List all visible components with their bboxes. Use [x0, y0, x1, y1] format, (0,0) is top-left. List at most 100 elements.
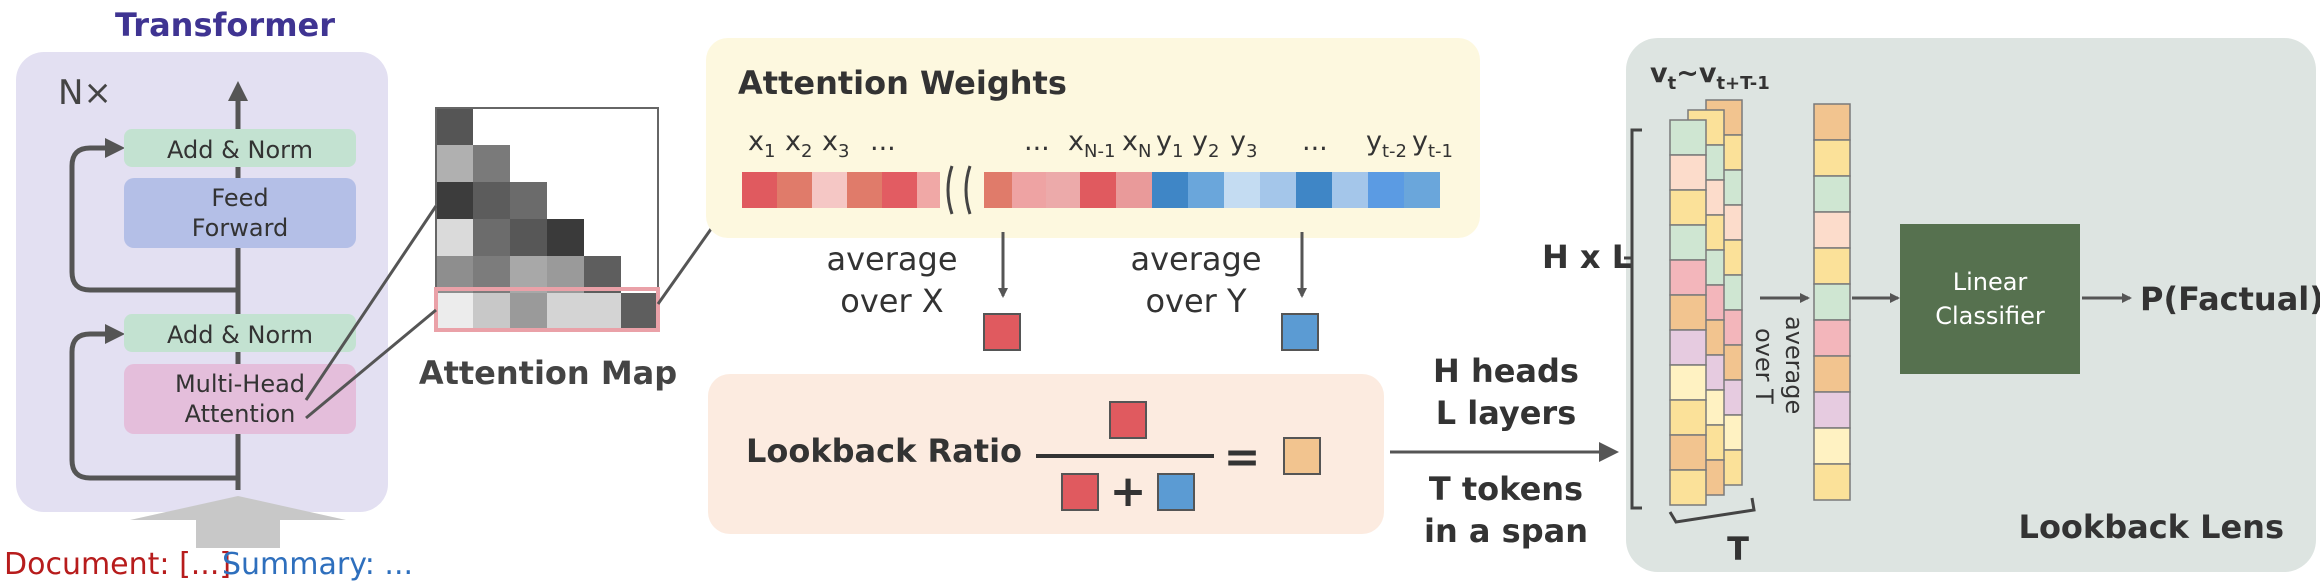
averaged-vector-cell [1813, 139, 1851, 177]
feed-forward-label-2: Forward [192, 214, 289, 242]
attention-weight-cell [1046, 172, 1082, 208]
attention-map-cell [436, 108, 473, 145]
output-label: P(Factual) [2140, 280, 2320, 318]
avg-y-label-2: over Y [1145, 282, 1247, 320]
strip-break-mark-2 [964, 165, 972, 215]
hxl-label: H x L [1542, 238, 1632, 276]
add-norm-top-label: Add & Norm [167, 136, 313, 164]
attention-map-label: Attention Map [419, 354, 677, 392]
attention-weight-cell [777, 172, 813, 208]
averaged-vector-cell [1813, 355, 1851, 393]
transformer-title: Transformer [115, 6, 335, 44]
attention-map-cell [584, 256, 621, 293]
attention-map-cell [473, 293, 510, 330]
attention-map-cell [510, 256, 547, 293]
attention-map-cell [436, 293, 473, 330]
attention-weight-cell [847, 172, 883, 208]
averaged-vector-cell [1813, 247, 1851, 285]
feature-vector-stack [1669, 99, 1743, 506]
add-norm-bottom-label: Add & Norm [167, 321, 313, 349]
repeat-label: N× [58, 73, 112, 113]
feature-vector-cell [1669, 434, 1707, 471]
attention-map-cell [436, 182, 473, 219]
in-a-span-label: in a span [1424, 512, 1588, 550]
attention-map-cell [473, 182, 510, 219]
attention-map-cell [621, 293, 658, 330]
token-ellipsis-1: ... [870, 126, 896, 157]
token-ellipsis-3: ... [1302, 126, 1328, 157]
t-bracket [1668, 497, 1756, 524]
averaged-vector-cell [1813, 103, 1851, 141]
attention-weight-cell [1296, 172, 1332, 208]
strip-break-mark-1 [946, 165, 954, 215]
averaged-vector-cell [1813, 211, 1851, 249]
classifier-label-2: Classifier [1935, 302, 2045, 330]
feature-vector-cell [1669, 224, 1707, 261]
attention-map-cell [473, 256, 510, 293]
attention-map-cell [547, 219, 584, 256]
attention-weight-cell [882, 172, 918, 208]
averaged-vector-cell [1813, 283, 1851, 321]
ratio-plus-sign: + [1110, 466, 1147, 517]
ratio-numerator-square [1109, 401, 1147, 439]
strip-break-gap [940, 168, 978, 212]
feed-forward-block [124, 178, 356, 248]
h-heads-label: H heads [1433, 352, 1579, 390]
attention-map-cell [473, 219, 510, 256]
avg-y-label-1: average [1131, 240, 1262, 278]
token-y1: y1 [1156, 126, 1183, 162]
attention-map-highlight-row [434, 287, 660, 332]
averaged-vector-column [1813, 103, 1851, 501]
attention-map-cell [510, 293, 547, 330]
avg-t-label-1: average [1780, 316, 1808, 414]
avg-x-label-2: over X [840, 282, 943, 320]
token-ellipsis-2: ... [1024, 126, 1050, 157]
feed-forward-label-1: Feed [211, 184, 268, 212]
mha-to-map-line-2 [305, 308, 437, 420]
attention-map-grid [436, 108, 658, 330]
classifier-label-1: Linear [1953, 268, 2028, 296]
add-norm-top-block [124, 129, 356, 167]
attention-weight-cell [1116, 172, 1152, 208]
multi-head-attention-block [124, 364, 356, 434]
attention-map-cell [510, 182, 547, 219]
attention-map-cell [436, 145, 473, 182]
feature-vector-cell [1669, 294, 1707, 331]
feature-vector-cell [1669, 119, 1707, 156]
attention-weight-cell [1188, 172, 1224, 208]
avg-x-square [983, 313, 1021, 351]
attention-weight-cell [1152, 172, 1188, 208]
add-norm-bottom-block [124, 314, 356, 352]
input-summary-text: Summary: ... [222, 547, 413, 582]
attention-weight-cell [1012, 172, 1048, 208]
attention-map-cell [547, 256, 584, 293]
attention-weight-cell [1224, 172, 1260, 208]
feature-vector-cell [1669, 329, 1707, 366]
feature-vector-cell [1669, 259, 1707, 296]
avg-y-square [1281, 313, 1319, 351]
residual-arrow-bottom [69, 324, 238, 481]
attention-weights-strip [742, 172, 1440, 208]
ratio-equals-sign: = [1224, 432, 1261, 483]
attention-map-cell [473, 145, 510, 182]
attention-weight-cell [1080, 172, 1116, 208]
attention-map-cell [436, 256, 473, 293]
averaged-vector-cell [1813, 319, 1851, 357]
token-labels: x1 x2 x3 ... ... xN-1 xN y1 y2 y3 ... yt… [748, 126, 1453, 162]
ratio-result-square [1283, 437, 1321, 475]
hxl-bracket [1630, 128, 1642, 510]
attention-map-cell [436, 219, 473, 256]
mha-label-2: Attention [185, 400, 296, 428]
avg-t-label-2: over T [1750, 328, 1778, 404]
mha-label-1: Multi-Head [175, 370, 305, 398]
ratio-denominator-blue-square [1157, 473, 1195, 511]
attention-weight-cell [1404, 172, 1440, 208]
averaged-vector-cell [1813, 463, 1851, 501]
lookback-lens-title: Lookback Lens [2019, 508, 2284, 546]
averaged-vector-cell [1813, 175, 1851, 213]
attention-weight-cell [742, 172, 778, 208]
l-layers-label: L layers [1436, 394, 1577, 432]
averaged-vector-cell [1813, 391, 1851, 429]
feature-vector-cell [1669, 399, 1707, 436]
attention-weight-cell [1332, 172, 1368, 208]
